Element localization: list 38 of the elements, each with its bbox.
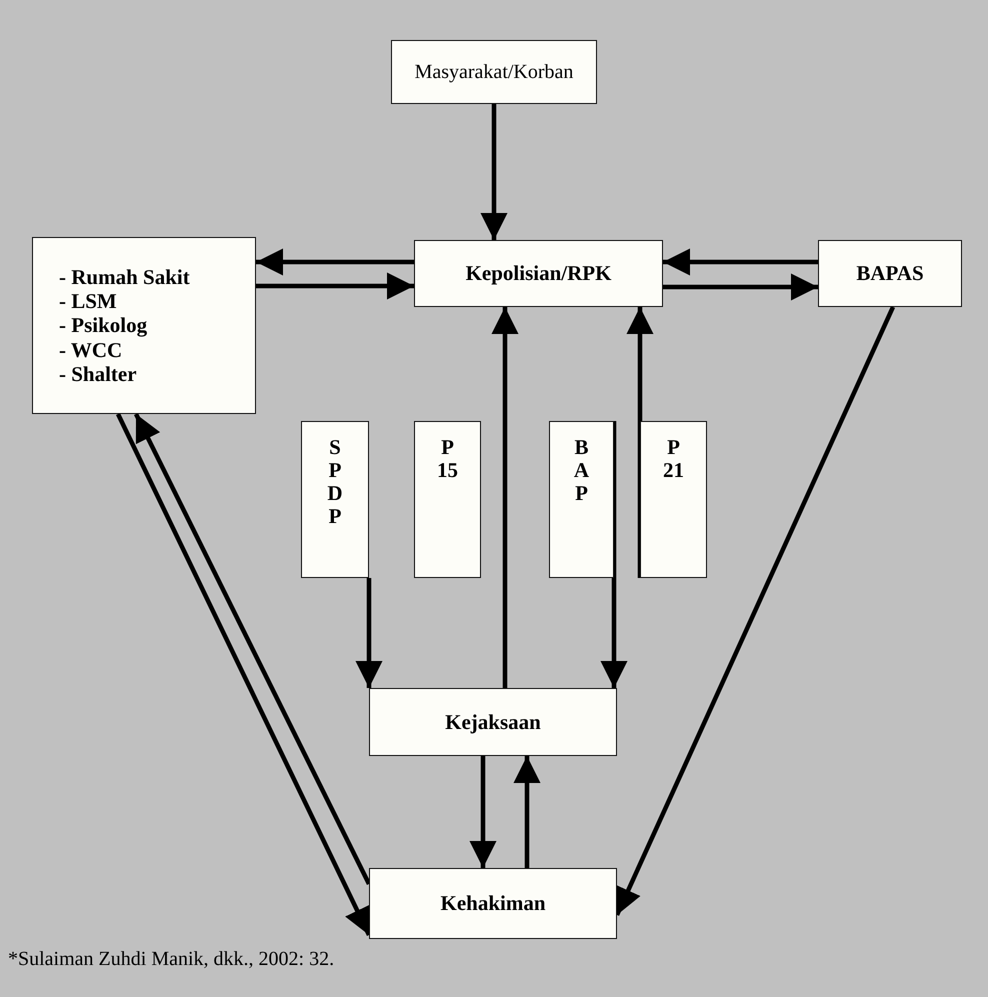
arrow — [356, 578, 382, 688]
arrow — [116, 413, 372, 936]
list-item: - Psikolog — [59, 313, 148, 338]
arrow — [663, 274, 818, 300]
process-box — [818, 240, 962, 307]
arrow — [480, 104, 508, 240]
process-box — [549, 421, 614, 578]
list-item: - Rumah Sakit — [59, 265, 190, 290]
process-box — [414, 421, 481, 578]
vertical-label: BAP — [572, 436, 590, 506]
vertical-label: P 15 — [437, 436, 458, 482]
box-label: Kepolisian/RPK — [466, 261, 612, 286]
process-box — [32, 237, 256, 414]
box-label: BAPAS — [856, 261, 924, 286]
box-label: Masyarakat/Korban — [414, 60, 574, 84]
arrow — [134, 413, 372, 885]
process-box — [369, 688, 617, 756]
list-item: - Shalter — [59, 362, 137, 386]
vertical-label: SPDP — [326, 436, 344, 528]
box-label: Kejaksaan — [445, 710, 541, 734]
arrow — [470, 756, 496, 868]
caption: *Sulaiman Zuhdi Manik, dkk., 2002: 32. — [8, 948, 334, 971]
arrow — [256, 272, 414, 300]
process-box — [414, 240, 663, 307]
process-box — [301, 421, 369, 578]
arrow — [492, 307, 518, 688]
process-box — [391, 40, 597, 104]
arrow — [514, 756, 540, 868]
list-item: - LSM — [59, 289, 117, 314]
arrow — [663, 248, 818, 276]
arrow — [600, 421, 628, 688]
process-box — [640, 421, 707, 578]
box-label: Kehakiman — [440, 891, 546, 916]
vertical-label: P 21 — [663, 436, 684, 482]
list-item: - WCC — [59, 338, 122, 362]
arrow — [256, 248, 414, 276]
arrow — [626, 307, 654, 578]
process-box — [369, 868, 617, 939]
